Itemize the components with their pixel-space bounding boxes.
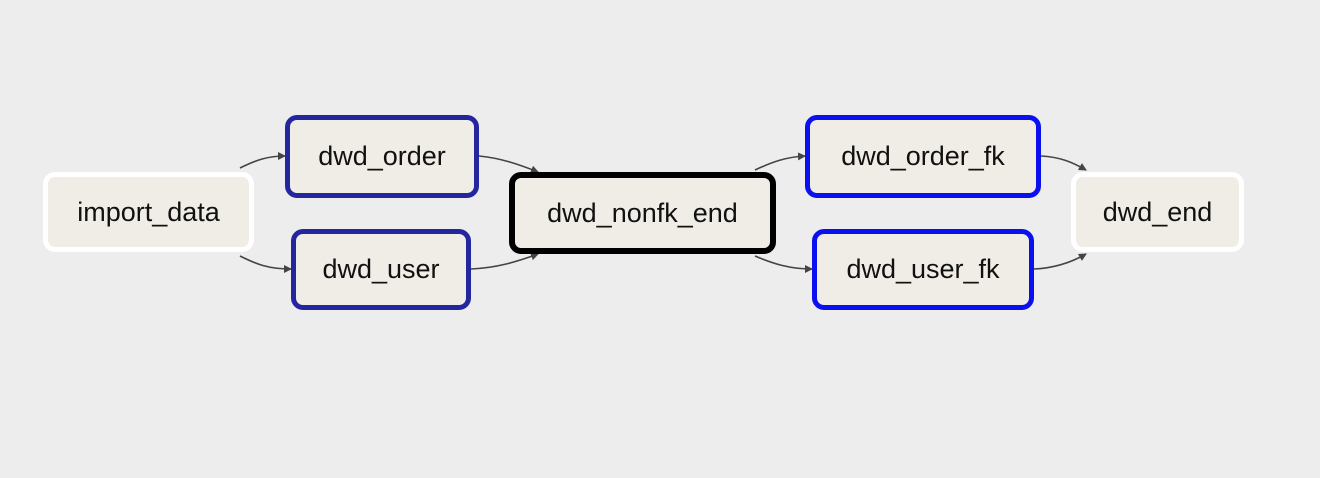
node-import-data[interactable]: import_data <box>43 172 254 252</box>
node-dwd-user[interactable]: dwd_user <box>291 229 471 310</box>
edge-dwd_order_fk-dwd_end <box>1040 155 1087 171</box>
edge-dwd_nonfk_end-dwd_user_fk <box>754 255 813 273</box>
edge-dwd_user_fk-dwd_end <box>1033 253 1087 270</box>
node-dwd-order[interactable]: dwd_order <box>285 115 479 198</box>
node-dwd-nonfk-end-label: dwd_nonfk_end <box>547 197 738 228</box>
node-dwd-end-label: dwd_end <box>1102 196 1213 227</box>
edge-import_data-dwd_order <box>239 152 286 169</box>
edge-dwd_order-dwd_nonfk_end <box>478 155 539 174</box>
edge-dwd_user-dwd_nonfk_end <box>470 252 539 270</box>
edge-import_data-dwd_user <box>239 255 292 273</box>
node-dwd-order-fk[interactable]: dwd_order_fk <box>805 115 1041 198</box>
node-dwd-user-fk[interactable]: dwd_user_fk <box>812 229 1034 310</box>
node-dwd-order-label: dwd_order <box>318 141 446 171</box>
node-dwd-end[interactable]: dwd_end <box>1071 172 1244 252</box>
node-dwd-order-fk-label: dwd_order_fk <box>841 141 1005 171</box>
node-dwd-user-fk-label: dwd_user_fk <box>846 254 1000 284</box>
node-import-data-label: import_data <box>77 196 220 227</box>
node-dwd-nonfk-end[interactable]: dwd_nonfk_end <box>509 172 776 254</box>
node-dwd-user-label: dwd_user <box>322 254 440 284</box>
edge-dwd_nonfk_end-dwd_order_fk <box>754 152 806 171</box>
